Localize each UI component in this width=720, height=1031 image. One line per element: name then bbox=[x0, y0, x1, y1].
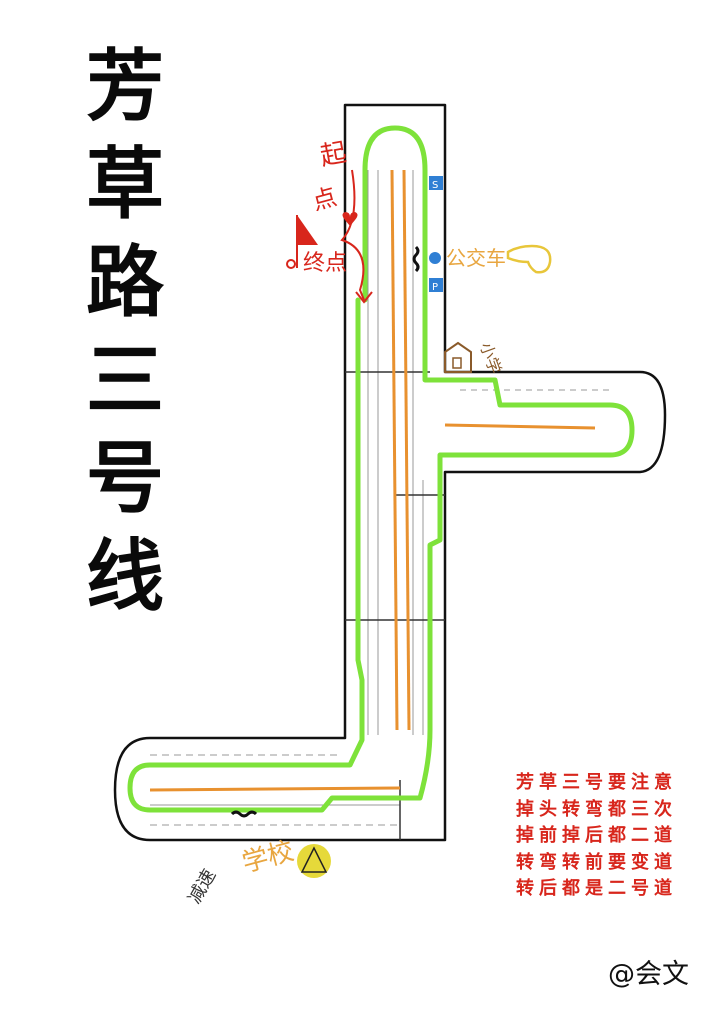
note-line: 转后都是二号道 bbox=[516, 878, 677, 899]
road-sign-icon bbox=[429, 176, 443, 190]
bus-stop-marker: 公交车 bbox=[446, 244, 552, 274]
title-char: 线 bbox=[85, 531, 164, 622]
bus-icon bbox=[506, 244, 552, 274]
rules-note: 芳草三号要注意掉头转弯都三次掉前掉后都二道转弯转前要变道转后都是二号道 bbox=[516, 770, 696, 903]
school-sign-icon bbox=[297, 844, 331, 878]
parking-sign-icon bbox=[429, 278, 443, 292]
road-signs: S P bbox=[230, 176, 443, 818]
bus-stop-label: 公交车 bbox=[446, 246, 506, 270]
author-signature: @会文 bbox=[608, 959, 689, 990]
start-label: 起 bbox=[318, 138, 349, 172]
road-outline bbox=[113, 103, 667, 842]
start-end-markers: 起 点 终点 bbox=[286, 138, 373, 304]
title-char: 号 bbox=[85, 433, 164, 524]
start-label-side: 点 bbox=[309, 183, 339, 216]
note-line: 转弯转前要变道 bbox=[516, 851, 677, 873]
svg-text:P: P bbox=[432, 282, 438, 293]
heart-icon bbox=[342, 212, 358, 226]
bump-marks-icon bbox=[412, 245, 420, 273]
note-line: 芳草三号要注意 bbox=[516, 772, 677, 793]
title-char: 草 bbox=[85, 139, 164, 230]
slow-down-label: 减速 bbox=[184, 866, 220, 908]
flag-icon bbox=[297, 215, 318, 245]
title-char: 芳 bbox=[85, 41, 164, 132]
school-zone-marker: 学校 减速 bbox=[184, 836, 331, 908]
note-line: 掉前掉后都二道 bbox=[516, 825, 677, 846]
note-line: 掉头转弯都三次 bbox=[516, 798, 677, 820]
school-label: 学校 bbox=[239, 836, 297, 878]
title-char: 三 bbox=[85, 335, 164, 426]
lane-lines bbox=[150, 170, 610, 826]
end-label: 终点 bbox=[303, 251, 347, 276]
svg-text:S: S bbox=[432, 180, 438, 191]
start-arrow-icon bbox=[340, 169, 365, 301]
bump-marks-icon-bottom bbox=[230, 810, 258, 818]
title-char: 路 bbox=[85, 237, 164, 328]
house-icon bbox=[444, 341, 472, 373]
arrowhead-icon bbox=[355, 291, 373, 304]
bus-stop-icon bbox=[429, 252, 441, 264]
center-lane-marking bbox=[149, 169, 596, 792]
driving-route bbox=[127, 125, 635, 813]
